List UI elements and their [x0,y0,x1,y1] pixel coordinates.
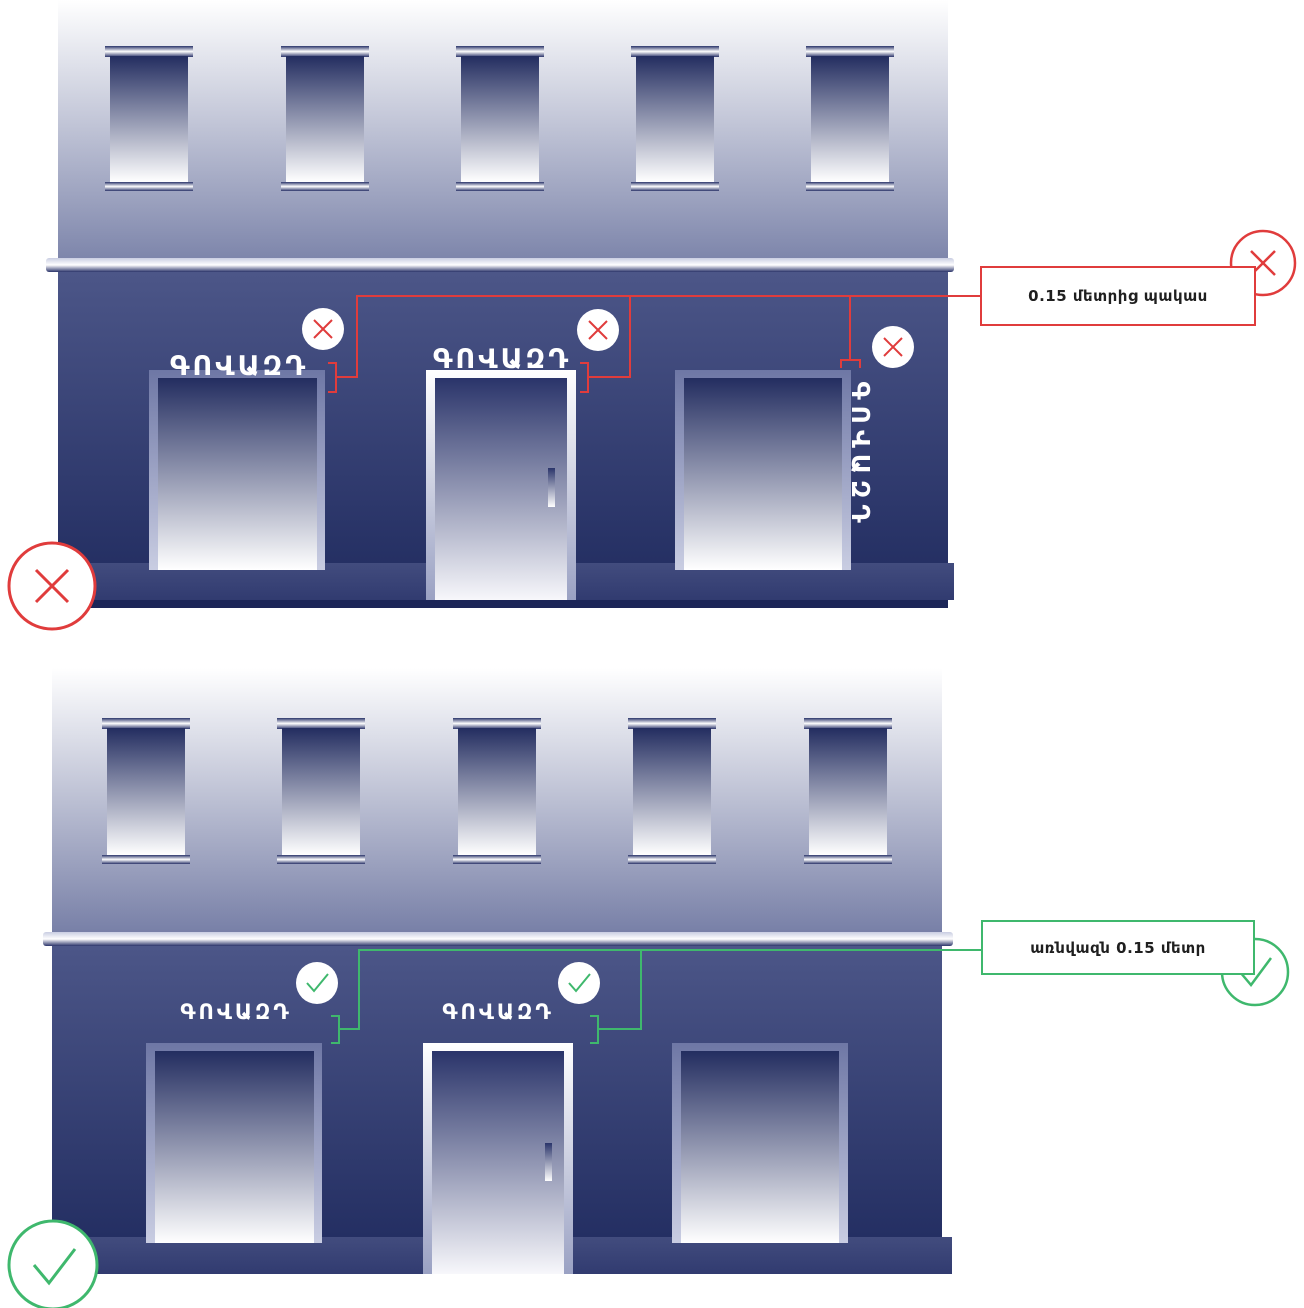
door-handle [545,1143,552,1181]
cornice [43,932,953,946]
upper-window [806,46,894,191]
building-correct: ԳՈՎԱԶԴ ԳՈՎԱԶԴ [43,668,1290,1274]
building-incorrect: ԳՈՎԱԶԴ ԳՈՎԱԶԴ ԳՈՎԱԶԴ [46,0,1297,608]
upper-window [277,718,365,864]
door-handle [548,468,555,507]
shop-window [675,370,851,570]
verdict-icon-correct [7,1219,99,1308]
sign-text-vertical: ԳՈՎԱԶԴ [846,381,875,528]
cross-circle-icon [577,309,619,351]
cross-circle-icon [872,326,914,368]
dimension-leaders [328,295,980,393]
cross-circle-icon [302,308,344,350]
entrance-door [423,1043,573,1274]
shop-window [149,370,325,570]
upper-window [102,718,190,864]
sign-text: ԳՈՎԱԶԴ [170,351,308,382]
upper-window [281,46,369,191]
upper-windows [105,46,894,191]
shop-window [146,1043,322,1243]
sign-text: ԳՈՎԱԶԴ [442,1000,554,1024]
dimension-leaders [331,949,981,1044]
upper-window [453,718,541,864]
upper-window [628,718,716,864]
upper-window [804,718,892,864]
callout-correct: առնվազն 0.15 մետր [981,920,1255,975]
verdict-icon-incorrect [7,541,97,631]
upper-windows [102,718,892,864]
callout-incorrect: 0.15 մետրից պակաս [980,266,1256,326]
callout-text: 0.15 մետրից պակաս [1028,287,1208,305]
cornice [46,258,954,272]
callout-text: առնվազն 0.15 մետր [1030,938,1206,957]
upper-window [456,46,544,191]
entrance-door [426,370,576,600]
sign-text: ԳՈՎԱԶԴ [180,1000,292,1024]
check-circle-icon [558,962,600,1004]
upper-window [631,46,719,191]
check-circle-icon [296,962,338,1004]
shop-window [672,1043,848,1243]
upper-window [105,46,193,191]
sign-text: ԳՈՎԱԶԴ [433,344,571,375]
